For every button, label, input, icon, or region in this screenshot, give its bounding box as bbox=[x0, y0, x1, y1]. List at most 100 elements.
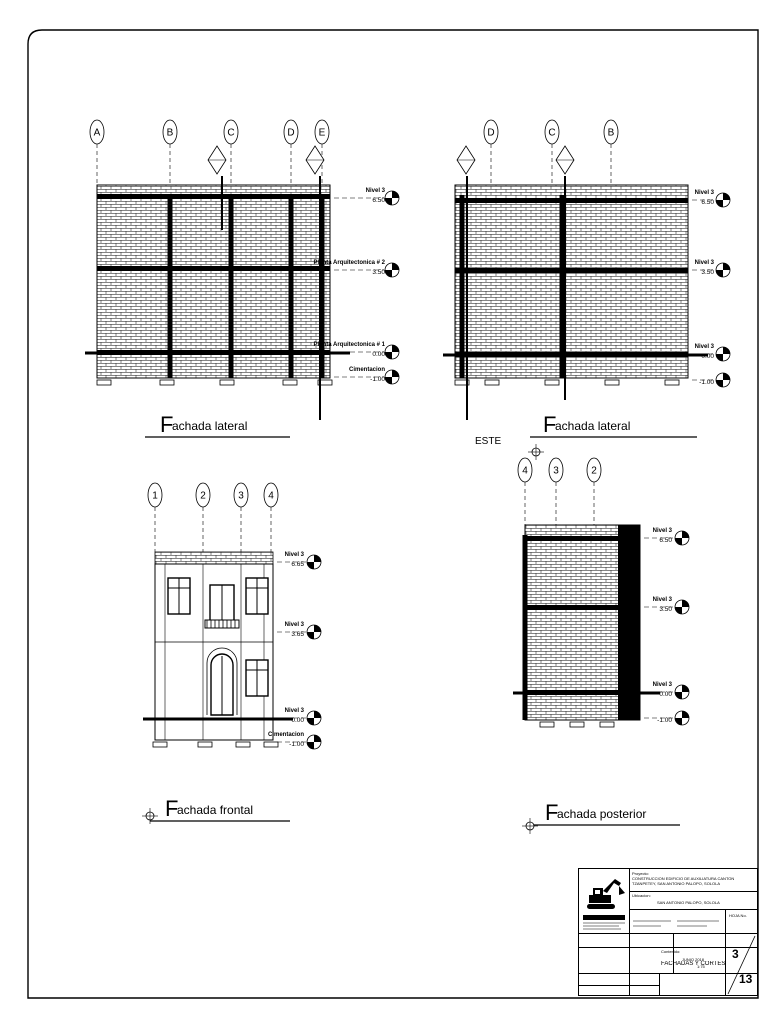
axis-label: C bbox=[548, 128, 555, 139]
level-label: Nivel 3 bbox=[653, 528, 673, 534]
level-value: 0.00 bbox=[291, 717, 304, 724]
view-note: ESTE bbox=[475, 436, 501, 447]
title-text: achada frontal bbox=[177, 803, 253, 817]
axis-label: 2 bbox=[200, 491, 206, 502]
concrete-beam bbox=[525, 605, 640, 610]
title-block: Proyecto: CONSTRUCCION EDIFICIO DE AUXIL… bbox=[578, 868, 758, 996]
concrete-column bbox=[319, 195, 325, 378]
parapet bbox=[154, 551, 274, 565]
footing bbox=[152, 741, 168, 748]
sheet-border bbox=[27, 29, 759, 999]
footing bbox=[263, 741, 279, 748]
level-value: 3.50 bbox=[659, 606, 672, 613]
footing bbox=[484, 379, 500, 386]
level-label: Cimentacion bbox=[268, 732, 304, 738]
level-value: 6.50 bbox=[659, 537, 672, 544]
concrete-beam bbox=[525, 536, 640, 541]
title-text: achada lateral bbox=[172, 419, 247, 433]
section-cut-icon bbox=[305, 145, 325, 175]
signature-lines bbox=[633, 920, 719, 927]
level-label: Nivel 3 bbox=[285, 552, 305, 558]
level-value: -1.00 bbox=[289, 741, 304, 748]
footing bbox=[159, 379, 175, 386]
axis-label: 1 bbox=[152, 491, 158, 502]
title-initial: F bbox=[545, 800, 558, 825]
title-text: achada lateral bbox=[555, 419, 630, 433]
footing bbox=[197, 741, 213, 748]
concrete-column bbox=[459, 195, 465, 378]
footing bbox=[544, 379, 560, 386]
side-wall bbox=[618, 525, 640, 720]
footing bbox=[569, 721, 585, 728]
axis-label: 3 bbox=[553, 466, 559, 477]
project-heading: Proyecto: bbox=[632, 871, 649, 876]
location-value: SAN ANTONIO PALOPO, SOLOLA bbox=[657, 900, 720, 905]
axis-label: 4 bbox=[522, 466, 528, 477]
section-cut-icon bbox=[456, 145, 476, 175]
sheet-number: 3 bbox=[732, 947, 739, 961]
level-value: 6.50 bbox=[701, 199, 714, 206]
concrete-beam bbox=[455, 198, 688, 203]
level-value: 0.00 bbox=[659, 691, 672, 698]
concrete-column bbox=[167, 195, 173, 378]
level-value: -1.00 bbox=[370, 376, 385, 383]
footing bbox=[539, 721, 555, 728]
concrete-column bbox=[559, 195, 565, 378]
excavator-logo bbox=[587, 879, 625, 909]
level-label: Nivel 3 bbox=[285, 708, 305, 714]
level-label: Nivel 3 bbox=[695, 190, 715, 196]
level-label: Nivel 3 bbox=[366, 188, 386, 194]
sheet-heading: HOJA No. bbox=[729, 913, 747, 918]
axis-label: C bbox=[227, 128, 234, 139]
footing bbox=[454, 379, 470, 386]
title-text: achada posterior bbox=[557, 807, 646, 821]
location-heading: Ubicacion: bbox=[632, 893, 651, 898]
level-value: 3.65 bbox=[291, 631, 304, 638]
footing bbox=[235, 741, 251, 748]
title-initial: F bbox=[160, 412, 173, 437]
level-value: 6.65 bbox=[291, 561, 304, 568]
footing bbox=[96, 379, 112, 386]
concrete-beam bbox=[455, 268, 688, 273]
concrete-beam bbox=[97, 266, 330, 271]
axis-label: 4 bbox=[268, 491, 274, 502]
footing bbox=[599, 721, 615, 728]
level-value: 3.50 bbox=[701, 269, 714, 276]
axis-label: B bbox=[608, 128, 615, 139]
level-label: Nivel 3 bbox=[653, 597, 673, 603]
title-initial: F bbox=[165, 796, 178, 821]
level-label: Planta Arquitectonica # 1 bbox=[314, 342, 386, 348]
sheet-number-divider bbox=[727, 935, 756, 995]
axis-label: 2 bbox=[591, 466, 597, 477]
concrete-column bbox=[228, 195, 234, 378]
axis-label: 3 bbox=[238, 491, 244, 502]
north-marker-icon bbox=[528, 444, 544, 460]
concrete-beam bbox=[97, 194, 330, 199]
north-marker-icon bbox=[522, 818, 538, 834]
level-value: 0.00 bbox=[372, 351, 385, 358]
brick-wall bbox=[96, 184, 331, 379]
level-label: Planta Arquitectonica # 2 bbox=[314, 260, 386, 266]
level-value: 0.00 bbox=[701, 353, 714, 360]
date-value: JUNIO 2018 bbox=[682, 957, 705, 962]
footing bbox=[664, 379, 680, 386]
level-label: Nivel 3 bbox=[653, 682, 673, 688]
section-cut-icon bbox=[555, 145, 575, 175]
level-label: Nivel 3 bbox=[285, 622, 305, 628]
sheet-total: 13 bbox=[739, 972, 753, 986]
axis-label: B bbox=[167, 128, 174, 139]
footing bbox=[282, 379, 298, 386]
north-marker-icon bbox=[142, 808, 158, 824]
level-value: 3.50 bbox=[372, 269, 385, 276]
level-value: -1.00 bbox=[657, 717, 672, 724]
content-heading: Contenido: bbox=[661, 949, 681, 954]
level-label: Cimentacion bbox=[349, 367, 385, 373]
level-value: -1.00 bbox=[699, 379, 714, 386]
